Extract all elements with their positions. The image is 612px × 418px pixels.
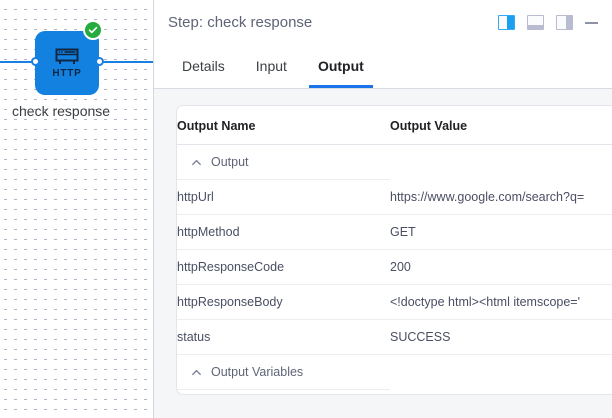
cell-output-value: SUCCESS <box>390 319 612 355</box>
check-icon <box>88 26 98 34</box>
group-output-variables-cell: Output Variables <box>177 355 390 390</box>
table-body: Output httpUrl https://www.google.com/se… <box>177 145 612 395</box>
table-header-row: Output Name Output Value <box>177 106 612 145</box>
chevron-up-icon[interactable] <box>191 157 202 168</box>
table-row[interactable]: status SUCCESS <box>177 319 612 355</box>
tab-details[interactable]: Details <box>182 58 225 74</box>
cell-output-value: 200 <box>390 249 612 285</box>
column-header-output-value: Output Value <box>390 106 612 145</box>
group-label-output-variables: Output Variables <box>211 365 304 379</box>
minimize-icon[interactable] <box>585 21 598 24</box>
panel-bottom-icon[interactable] <box>527 15 544 30</box>
panel-side-icon-fill <box>565 16 572 29</box>
workflow-node-check-response[interactable]: HTTP <box>35 31 99 95</box>
chevron-up-icon[interactable] <box>191 367 202 378</box>
group-output-cell: Output <box>177 145 390 180</box>
check-circle-icon <box>83 20 103 40</box>
cell-output-value: <!doctype html><html itemscope=' <box>390 284 612 320</box>
group-label-output: Output <box>211 155 249 169</box>
table-group-row-output[interactable]: Output <box>177 145 612 180</box>
http-icon <box>55 48 79 64</box>
panel-tabs: Details Input Output <box>154 45 612 89</box>
table-row[interactable]: httpResponseBody <!doctype html><html it… <box>177 284 612 320</box>
node-output-port[interactable] <box>95 57 104 66</box>
node-label: check response <box>12 103 111 119</box>
cell-output-value: 200 <box>390 390 612 394</box>
column-header-output-name: Output Name <box>177 106 390 145</box>
table-row[interactable]: foo 200 <box>177 390 612 394</box>
cell-output-name: httpResponseCode <box>177 249 390 285</box>
panel-title: Step: check response <box>168 14 313 31</box>
panel-header: Step: check response <box>154 0 612 45</box>
table-group-row-output-variables[interactable]: Output Variables <box>177 355 612 390</box>
table-row[interactable]: httpUrl https://www.google.com/search?q= <box>177 180 612 215</box>
cell-output-name: httpUrl <box>177 180 390 215</box>
cell-output-value: GET <box>390 214 612 250</box>
panel-bottom-icon-fill <box>528 24 543 29</box>
table-row[interactable]: httpResponseCode 200 <box>177 249 612 285</box>
cell-output-name: status <box>177 319 390 355</box>
table-row[interactable]: httpMethod GET <box>177 214 612 250</box>
node-input-port[interactable] <box>31 57 40 66</box>
tab-input[interactable]: Input <box>255 58 287 74</box>
panel-right-icon[interactable] <box>498 15 515 30</box>
tab-output[interactable]: Output <box>308 58 373 88</box>
workflow-canvas[interactable]: HTTP check response <box>0 0 153 418</box>
panel-side-icon[interactable] <box>556 15 573 30</box>
cell-output-name: httpMethod <box>177 214 390 250</box>
output-table-card: Output Name Output Value Output <box>176 105 612 395</box>
http-icon-label: HTTP <box>52 67 82 79</box>
panel-header-actions <box>498 15 598 30</box>
panel-right-icon-fill <box>506 16 514 29</box>
output-table: Output Name Output Value Output <box>177 106 612 395</box>
cell-output-value: https://www.google.com/search?q= <box>390 180 612 215</box>
panel-body: Output Name Output Value Output <box>154 89 612 418</box>
cell-output-name: foo <box>177 390 390 394</box>
cell-output-name: httpResponseBody <box>177 284 390 320</box>
step-detail-panel: Step: check response Details Input Outpu… <box>153 0 612 418</box>
